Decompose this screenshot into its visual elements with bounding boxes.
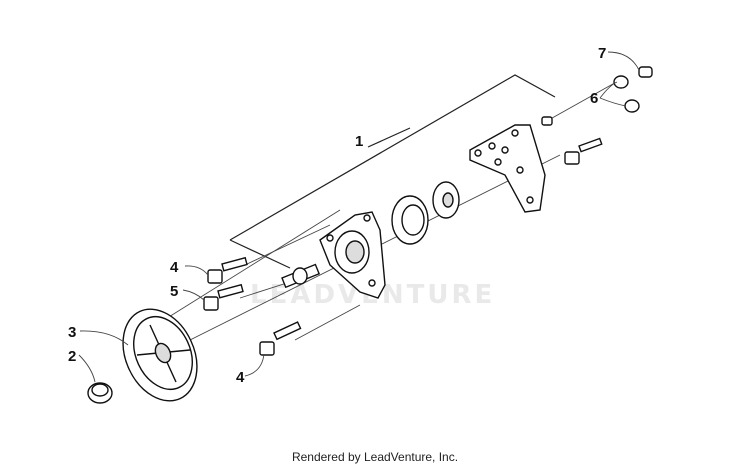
callout-4-lower: 4 [236, 369, 245, 386]
bolt-right [564, 137, 603, 165]
o-ring-upper [613, 75, 629, 89]
dowel-pin [541, 116, 553, 126]
o-ring-lower [624, 99, 640, 113]
shaft-stud [281, 263, 321, 289]
flange-nut [87, 382, 113, 404]
dowel-pin-small [638, 66, 653, 78]
callout-7: 7 [598, 45, 606, 62]
footer-credit: Rendered by LeadVenture, Inc. [291, 450, 459, 464]
bolt-middle [203, 283, 244, 311]
inner-gear [432, 181, 460, 219]
callout-5: 5 [170, 283, 178, 300]
rear-plate [469, 124, 546, 213]
pump-housing [319, 211, 386, 299]
callout-leaders [78, 51, 640, 383]
callout-1: 1 [355, 133, 363, 150]
callout-6: 6 [590, 90, 598, 107]
callout-3: 3 [68, 324, 76, 341]
sprocket-gear [122, 308, 198, 402]
callout-4-upper: 4 [170, 259, 179, 276]
bolt-lower [259, 321, 302, 356]
bolt-upper [207, 256, 248, 284]
callout-2: 2 [68, 348, 76, 365]
bearing-ring [391, 195, 429, 245]
assembly-bracket [229, 74, 556, 269]
